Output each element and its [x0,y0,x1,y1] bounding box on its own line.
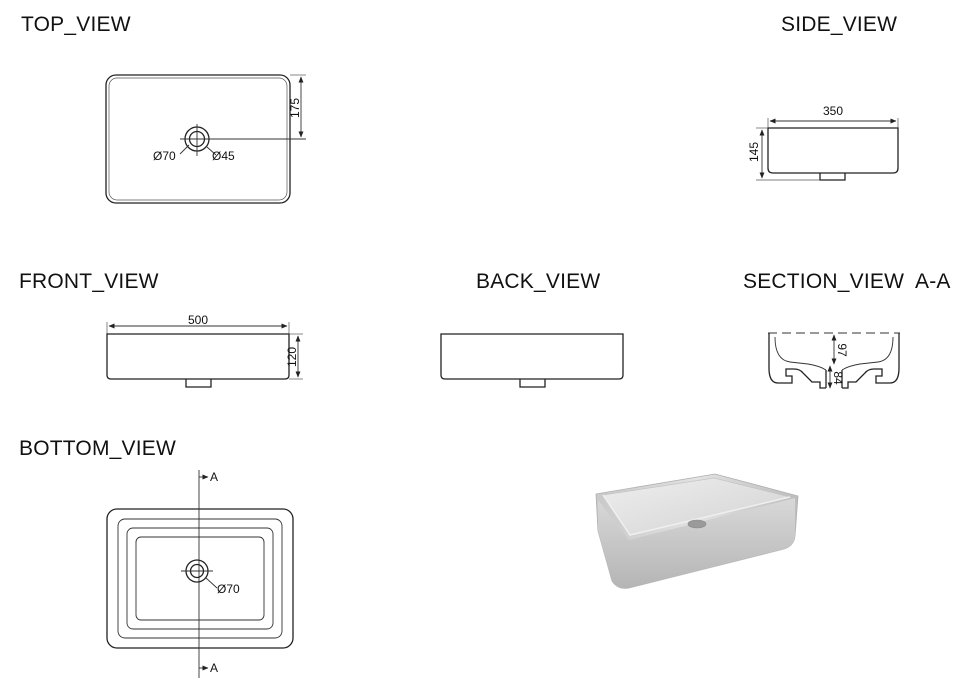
section-view-title: SECTION_VIEW A-A [743,270,951,293]
section-left-inner-surface [774,336,827,371]
top-outer-diameter-label: Ø70 [153,149,176,163]
top-inner-diameter-label: Ø45 [212,149,235,163]
section-drain-label: 84 [831,371,845,385]
basin-front-face [598,498,795,589]
section-right-profile [842,333,900,389]
back-drain [519,379,546,388]
side-drain [819,173,846,181]
front-view: 500 120 [106,313,303,388]
side-view: 350 145 [747,104,899,181]
top-view: 175 Ø70 Ø45 [105,74,306,204]
front-height-label: 120 [285,347,299,367]
front-drain [185,379,212,388]
section-left-profile [768,333,826,389]
bottom-view-outline [106,508,294,649]
section-marker-top: A [210,470,218,484]
section-view: 97 84 [768,332,900,389]
section-marker-bottom: A [210,661,218,675]
basin-drain-icon [687,519,707,529]
front-view-title: FRONT_VIEW [19,270,159,293]
bottom-view-foot-inner [135,536,265,621]
bottom-diameter-label: Ø70 [217,582,240,596]
side-width-label: 350 [823,104,843,118]
bottom-view-title: BOTTOM_VIEW [19,437,176,460]
bottom-view-rim [117,518,283,639]
basin-render [595,473,799,589]
side-view-title: SIDE_VIEW [781,13,898,36]
bottom-view: A A Ø70 [106,470,294,678]
front-width-label: 500 [188,313,208,327]
top-view-title: TOP_VIEW [21,13,131,36]
top-depth-label: 175 [288,98,302,118]
bottom-view-foot-outer [126,527,274,630]
back-view-outline [440,333,624,380]
front-view-outline [106,333,290,380]
side-height-label: 145 [747,142,761,162]
side-view-outline [767,127,899,174]
section-right-inner-surface [841,336,894,371]
back-view-title: BACK_VIEW [476,270,601,293]
back-view [440,333,624,388]
section-depth-label: 97 [835,343,849,357]
